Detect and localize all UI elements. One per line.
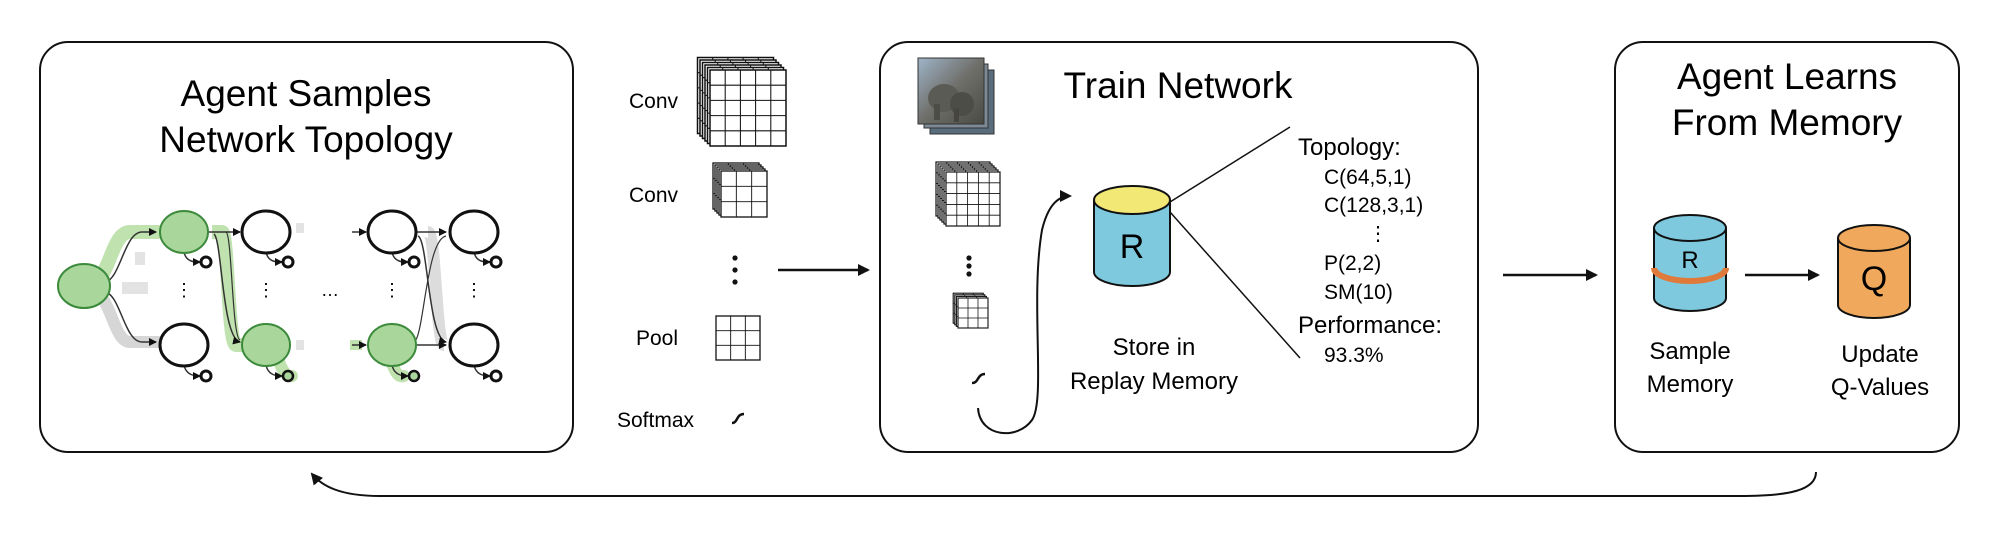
- learn-panel-title-line1: Agent Learns: [1677, 56, 1897, 97]
- stack-ellipsis-dot: [966, 263, 972, 269]
- memory-label: R: [1681, 247, 1698, 274]
- stack-ellipsis-dot: [732, 267, 738, 273]
- performance-value: 93.3%: [1324, 344, 1384, 367]
- stack-ellipsis-dot: [732, 255, 738, 261]
- train-network-panel: Train Network R Store in Replay Memory: [879, 41, 1479, 453]
- graph-node: [366, 209, 418, 255]
- feedback-loop-arrow: [310, 471, 1817, 497]
- train-conv-block-small: [952, 292, 989, 329]
- edge: [413, 235, 447, 343]
- output-node: [281, 255, 295, 269]
- topology-header: Topology:: [1298, 134, 1401, 161]
- callout-line: [1169, 126, 1291, 203]
- stack-ellipsis-dot: [966, 271, 972, 277]
- output-node-selected: [407, 369, 421, 383]
- conv-layer-block-large: [696, 56, 787, 147]
- graph-node: [158, 322, 210, 368]
- topology-item: C(64,5,1): [1324, 166, 1412, 189]
- train-conv-block-large: [935, 161, 1001, 227]
- graph-node: [448, 322, 500, 368]
- sample-memory-label-line2: Memory: [1647, 371, 1734, 398]
- graph-node-selected: [241, 323, 291, 367]
- topology-ellipsis: ⋮: [1368, 223, 1388, 245]
- sample-panel-title-line1: Agent Samples: [181, 73, 432, 114]
- layer-label-pool: Pool: [636, 327, 678, 350]
- output-node: [489, 369, 503, 383]
- input-image-stack: [917, 57, 995, 135]
- topology-item: SM(10): [1324, 281, 1393, 304]
- edge: [225, 231, 241, 341]
- output-node: [489, 255, 503, 269]
- sample-panel-title-line2: Network Topology: [159, 119, 453, 160]
- softmax-icon: [731, 412, 745, 425]
- graph-node-selected: [159, 210, 209, 254]
- vertical-ellipsis: ⋮: [257, 280, 275, 300]
- output-node: [199, 369, 213, 383]
- edge: [417, 235, 447, 345]
- topology-item: P(2,2): [1324, 252, 1381, 275]
- graph-node: [448, 209, 500, 255]
- learn-from-memory-panel: Agent Learns From Memory R Q Sample Memo…: [1614, 41, 1960, 453]
- graph-node-selected: [367, 323, 417, 367]
- store-label-line1: Store in: [1113, 334, 1196, 361]
- update-label-line1: Update: [1841, 341, 1918, 368]
- softmax-icon: [971, 372, 986, 385]
- input-node: [57, 263, 111, 309]
- store-label-line2: Replay Memory: [1070, 368, 1238, 395]
- replay-label: R: [1120, 228, 1145, 266]
- sample-topology-panel: Agent Samples Network Topology: [39, 41, 574, 453]
- q-values-cylinder: Q: [1837, 224, 1911, 319]
- output-node: [407, 255, 421, 269]
- vertical-ellipsis: ⋮: [175, 280, 193, 300]
- update-label-line2: Q-Values: [1831, 374, 1929, 401]
- output-node-selected: [281, 369, 295, 383]
- output-node: [199, 255, 213, 269]
- performance-label: Performance:: [1298, 312, 1442, 339]
- store-arrow: [977, 190, 1072, 435]
- layer-label-conv: Conv: [629, 90, 679, 113]
- train-panel-title: Train Network: [1064, 65, 1293, 106]
- layer-stack: Conv Conv Pool Softmax: [617, 56, 787, 432]
- replay-memory-cylinder: R: [1093, 185, 1171, 287]
- edge: [213, 233, 241, 345]
- topology-item: C(128,3,1): [1324, 194, 1423, 217]
- vertical-ellipsis: ⋮: [465, 280, 483, 300]
- layer-label-softmax: Softmax: [617, 409, 695, 432]
- pool-layer-grid: [715, 315, 761, 361]
- horizontal-ellipsis: …: [321, 280, 339, 300]
- sample-memory-cylinder: R: [1651, 214, 1729, 312]
- stack-ellipsis-dot: [732, 279, 738, 285]
- stack-ellipsis-dot: [966, 255, 972, 261]
- sample-memory-label-line1: Sample: [1649, 338, 1730, 365]
- callout-line: [1169, 211, 1301, 359]
- conv-layer-block-small: [712, 162, 768, 218]
- vertical-ellipsis: ⋮: [383, 280, 401, 300]
- edge: [265, 364, 283, 380]
- edge: [183, 251, 201, 266]
- layer-label-conv: Conv: [629, 184, 679, 207]
- learn-panel-title-line2: From Memory: [1672, 102, 1903, 143]
- edge: [391, 364, 409, 380]
- q-label: Q: [1861, 260, 1887, 298]
- topology-graph: ⋮ ⋮ ⋮ ⋮ …: [57, 209, 503, 383]
- graph-node: [240, 209, 292, 255]
